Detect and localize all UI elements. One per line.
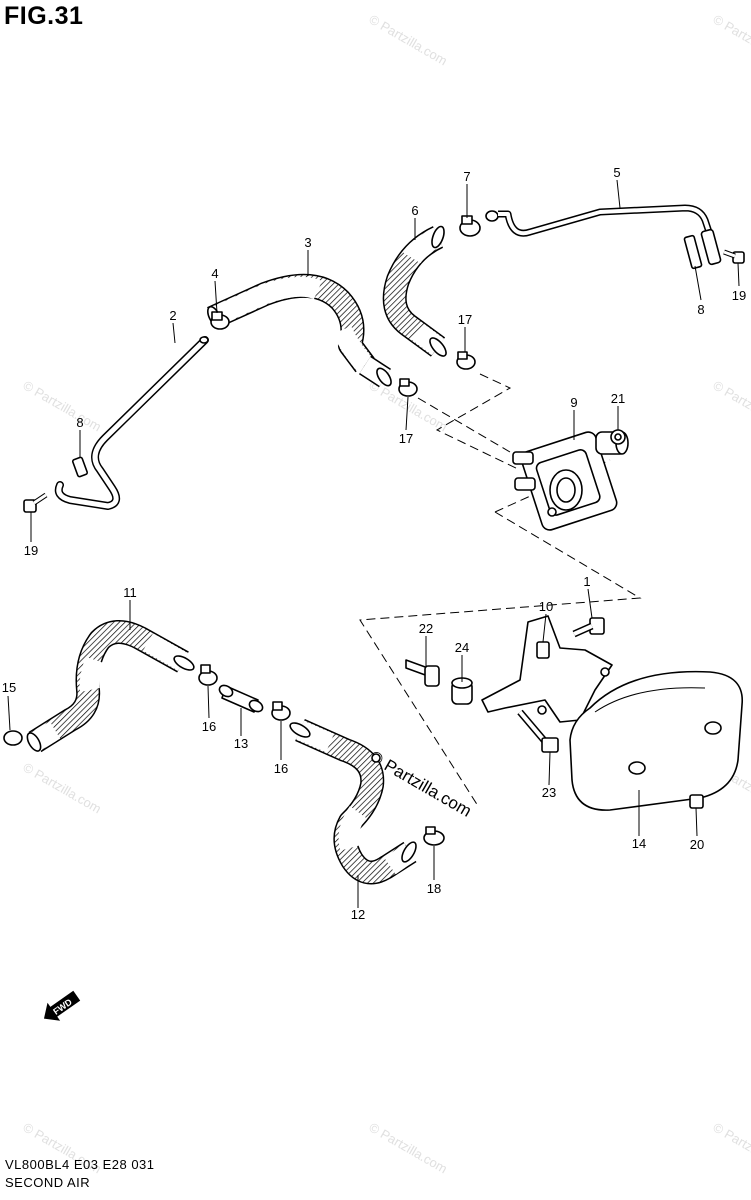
callout-17-upper: 17 — [458, 312, 472, 327]
watermark: © Partzilla.com — [21, 378, 104, 435]
callout-18: 18 — [427, 881, 441, 896]
callout-16-left: 16 — [202, 719, 216, 734]
callout-13: 13 — [234, 736, 248, 751]
callout-12: 12 — [351, 907, 365, 922]
part-19-bolt-right — [723, 249, 745, 264]
part-14-air-filter-cover — [569, 670, 743, 811]
callout-20: 20 — [690, 837, 704, 852]
watermark: © Partzilla.com — [711, 378, 751, 435]
part-17-clamp-upper — [456, 351, 476, 370]
part-1-bolt — [572, 617, 605, 638]
watermark: © Partzilla.com — [711, 1120, 751, 1177]
part-16-clamp-right — [271, 701, 291, 721]
part-16-clamp-left — [198, 664, 218, 686]
part-2-pipe — [54, 336, 209, 510]
part-19-bolt-left — [23, 492, 48, 513]
callout-5: 5 — [613, 165, 620, 180]
part-8-clamp-left — [71, 456, 89, 478]
callout-14: 14 — [632, 836, 646, 851]
callout-19-left: 19 — [24, 543, 38, 558]
callout-3: 3 — [304, 235, 311, 250]
part-11-hose — [26, 620, 195, 753]
part-15-clamp — [3, 730, 23, 746]
part-4-clamp — [210, 311, 230, 330]
watermark: © Partzilla.com — [367, 12, 450, 69]
callout-9: 9 — [570, 395, 577, 410]
leader-lines — [7, 179, 740, 908]
section-name: SECOND AIR — [5, 1175, 91, 1190]
part-12-hose — [289, 719, 417, 885]
figure-title: FIG.31 — [4, 2, 84, 30]
callout-6: 6 — [411, 203, 418, 218]
callout-21: 21 — [611, 391, 625, 406]
callout-19-right: 19 — [732, 288, 746, 303]
part-22-bolt — [405, 659, 440, 687]
watermark: © Partzilla.com — [711, 12, 751, 69]
callout-1: 1 — [583, 574, 590, 589]
callout-15: 15 — [2, 680, 16, 695]
watermark: © Partzilla.com — [367, 1120, 450, 1177]
part-6-hose — [382, 225, 447, 357]
part-21-nut — [610, 429, 626, 445]
callout-4: 4 — [211, 266, 218, 281]
callout-23: 23 — [542, 785, 556, 800]
callout-2: 2 — [169, 308, 176, 323]
part-9-reed-valve — [512, 431, 629, 531]
callout-7: 7 — [463, 169, 470, 184]
callout-numbers: 1 2 3 4 5 6 7 8 8 9 10 11 12 13 14 15 16… — [2, 165, 746, 922]
part-17-clamp-lower — [398, 378, 418, 397]
watermark: © Partzilla.com — [21, 760, 104, 817]
part-8-clamp-right — [683, 234, 703, 270]
callout-11: 11 — [123, 585, 137, 600]
part-23-bolt — [517, 709, 559, 753]
part-7-clamp — [459, 215, 481, 237]
callout-10: 10 — [539, 599, 553, 614]
callout-17-lower: 17 — [399, 431, 413, 446]
callout-22: 22 — [419, 621, 433, 636]
part-3-hose — [207, 273, 392, 388]
fwd-arrow-icon: FWD — [43, 990, 81, 1021]
callout-8-right: 8 — [697, 302, 704, 317]
callout-24: 24 — [455, 640, 469, 655]
callout-8-left: 8 — [76, 415, 83, 430]
model-code: VL800BL4 E03 E28 031 — [5, 1157, 155, 1172]
part-18-clamp — [423, 826, 445, 846]
part-13-joint-pipe — [218, 684, 264, 713]
callout-16-right: 16 — [274, 761, 288, 776]
part-20-nut — [689, 794, 704, 809]
part-5-pipe — [485, 204, 722, 266]
